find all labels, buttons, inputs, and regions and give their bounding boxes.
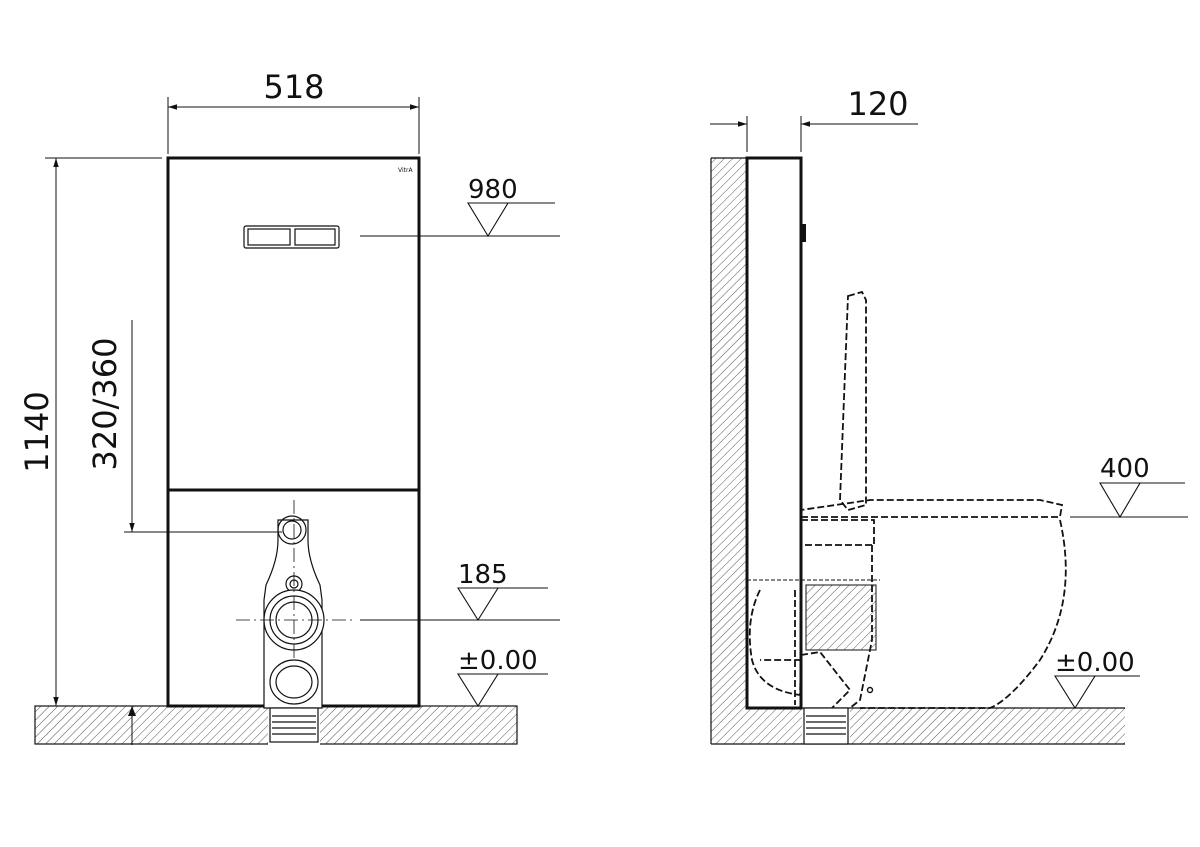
fixing-point [866,686,874,694]
side-flush-button [801,224,806,242]
front-width-label: 518 [263,68,324,106]
flush-plate [243,225,340,249]
side-floor-level-label: ±0.00 [1055,648,1135,678]
wall-hatch [711,158,747,708]
front-view: VitrA [34,97,560,746]
brand-logo: VitrA [398,167,413,174]
toilet-outline [748,290,1067,709]
drain-level-label: 185 [458,560,508,590]
flush-level-triangle [467,202,509,238]
seat-level-label: 400 [1100,454,1150,484]
cistern-rear-block [805,584,877,651]
front-floor-level-triangle [457,673,499,708]
front-floor-level-label: ±0.00 [458,646,538,676]
side-depth-label: 120 [847,85,908,123]
drain-level-triangle [457,587,499,622]
side-floor-level-triangle [1054,675,1096,710]
side-panel-body [745,156,803,710]
side-floor-hatch [711,708,1125,744]
side-view [710,116,1188,746]
side-outlet-pipe [803,707,849,745]
seat-level-triangle [1099,482,1141,519]
front-outlet-height-label: 320/360 [86,338,124,471]
floor-tick-arrow [128,706,136,716]
flush-level-label: 980 [468,175,518,205]
front-height-label: 1140 [18,391,56,472]
